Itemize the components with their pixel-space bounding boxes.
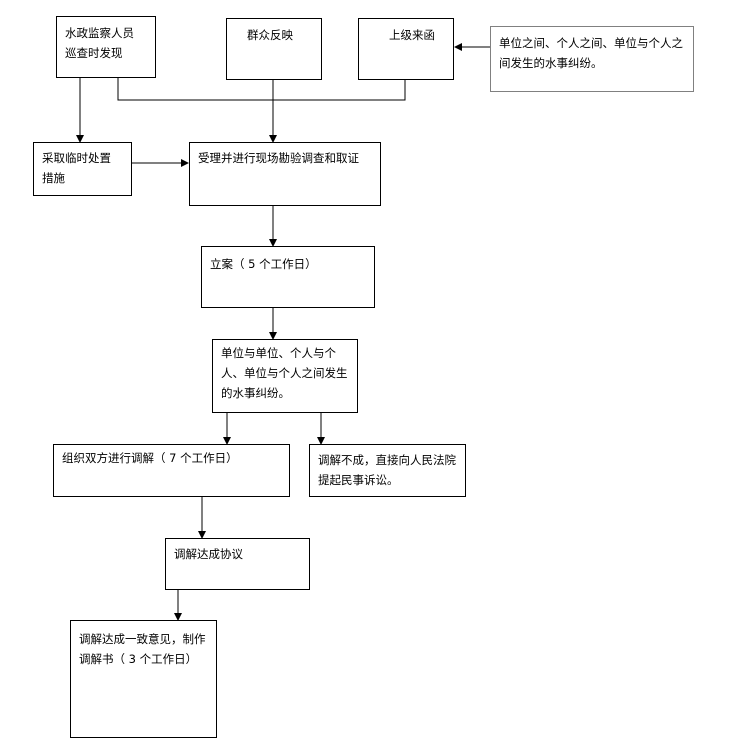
node-accept-investigate: 受理并进行现场勘验调查和取证	[189, 142, 381, 206]
node-dispute: 单位与单位、个人与个人、单位与个人之间发生的水事纠纷。	[212, 339, 358, 413]
node-superior-letter: 上级来函	[358, 18, 454, 80]
node-public-report: 群众反映	[226, 18, 322, 80]
node-patrol: 水政监察人员 巡查时发现	[56, 16, 156, 78]
node-file-case: 立案（ 5 个工作日）	[201, 246, 375, 308]
connector-merge	[117, 78, 406, 101]
node-dispute-source: 单位之间、个人之间、单位与个人之间发生的水事纠纷。	[490, 26, 694, 92]
node-mediate: 组织双方进行调解（ 7 个工作日）	[53, 444, 290, 497]
node-lawsuit: 调解不成，直接向人民法院提起民事诉讼。	[309, 444, 466, 497]
node-temporary-measures: 采取临时处置 措施	[33, 142, 132, 196]
node-mediation-document: 调解达成一致意见，制作调解书（ 3 个工作日）	[70, 620, 217, 738]
node-agreement: 调解达成协议	[165, 538, 310, 590]
